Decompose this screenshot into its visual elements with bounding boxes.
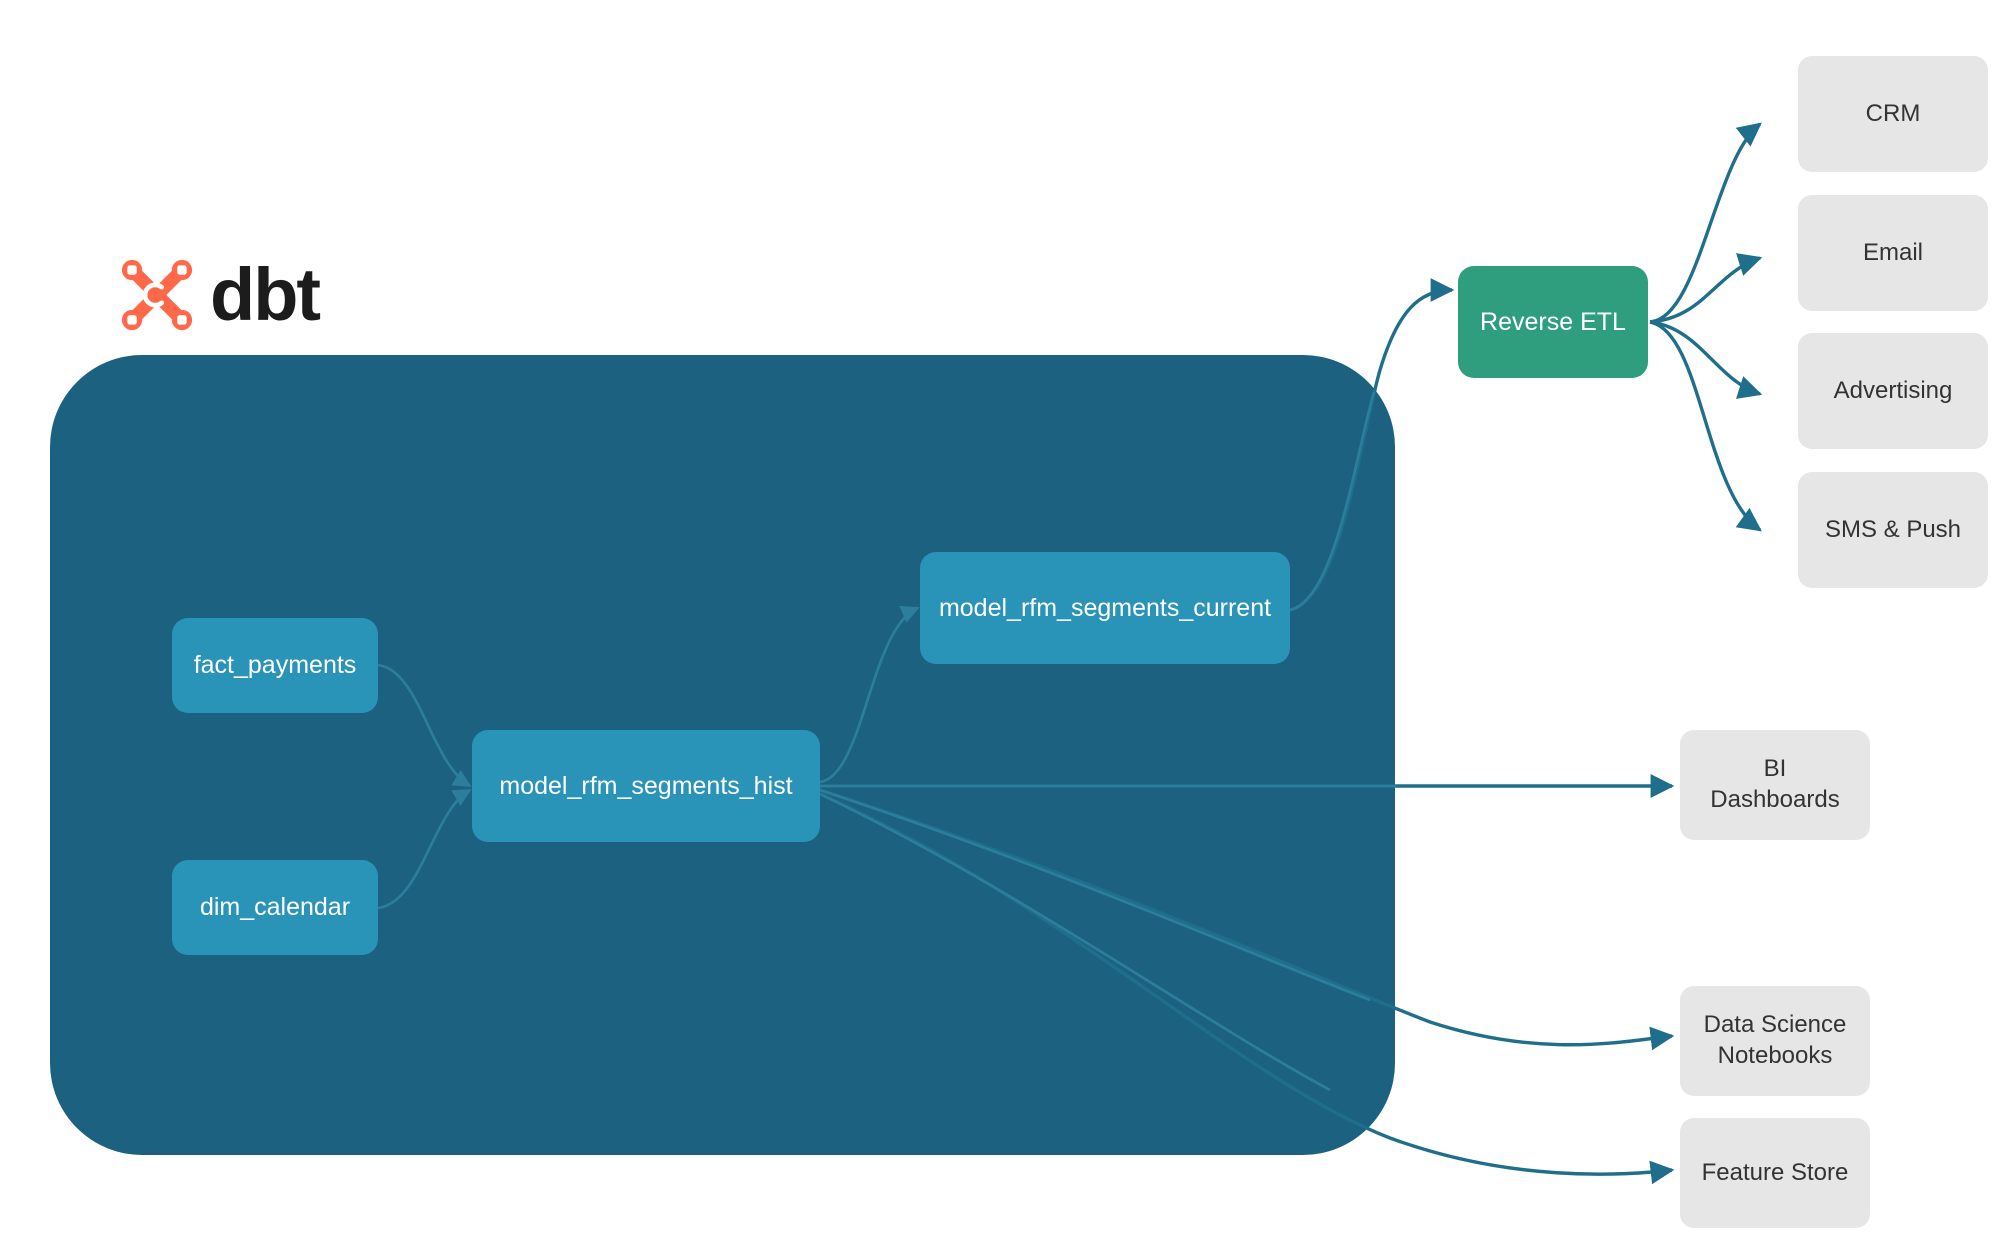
node-label: model_rfm_segments_current bbox=[938, 593, 1272, 622]
node-email[interactable]: Email bbox=[1798, 195, 1988, 311]
node-label: Feature Store bbox=[1701, 1158, 1849, 1186]
node-label: CRM bbox=[1865, 99, 1921, 127]
node-label: Advertising bbox=[1833, 376, 1953, 404]
edge-reverse-etl-to-crm bbox=[1649, 122, 1762, 324]
edge-reverse-etl-to-advertising bbox=[1649, 320, 1763, 399]
dbt-brand-lockup: dbt bbox=[118, 253, 321, 336]
node-bi-dashboards[interactable]: BI Dashboards bbox=[1680, 730, 1870, 840]
dbt-wordmark: dbt bbox=[210, 253, 321, 336]
node-advertising[interactable]: Advertising bbox=[1798, 333, 1988, 449]
node-model-rfm-segments-hist[interactable]: model_rfm_segments_hist bbox=[472, 730, 820, 842]
node-label: model_rfm_segments_hist bbox=[499, 771, 793, 800]
node-sms-push[interactable]: SMS & Push bbox=[1798, 472, 1988, 588]
node-dim-calendar[interactable]: dim_calendar bbox=[172, 860, 378, 955]
node-fact-payments[interactable]: fact_payments bbox=[172, 618, 378, 713]
node-label: Email bbox=[1862, 238, 1923, 266]
node-label: Reverse ETL bbox=[1480, 307, 1626, 336]
node-model-rfm-segments-current[interactable]: model_rfm_segments_current bbox=[920, 552, 1290, 664]
node-label: BI Dashboards bbox=[1710, 755, 1840, 813]
node-label: fact_payments bbox=[193, 651, 357, 679]
node-reverse-etl[interactable]: Reverse ETL bbox=[1458, 266, 1648, 378]
edge-reverse-etl-to-email bbox=[1649, 253, 1763, 324]
node-feature-store[interactable]: Feature Store bbox=[1680, 1118, 1870, 1228]
node-crm[interactable]: CRM bbox=[1798, 56, 1988, 172]
node-label: dim_calendar bbox=[199, 893, 351, 921]
node-label: SMS & Push bbox=[1824, 515, 1962, 543]
edge-reverse-etl-to-sms-push bbox=[1649, 320, 1762, 532]
dbt-x-logo-icon bbox=[121, 259, 193, 331]
